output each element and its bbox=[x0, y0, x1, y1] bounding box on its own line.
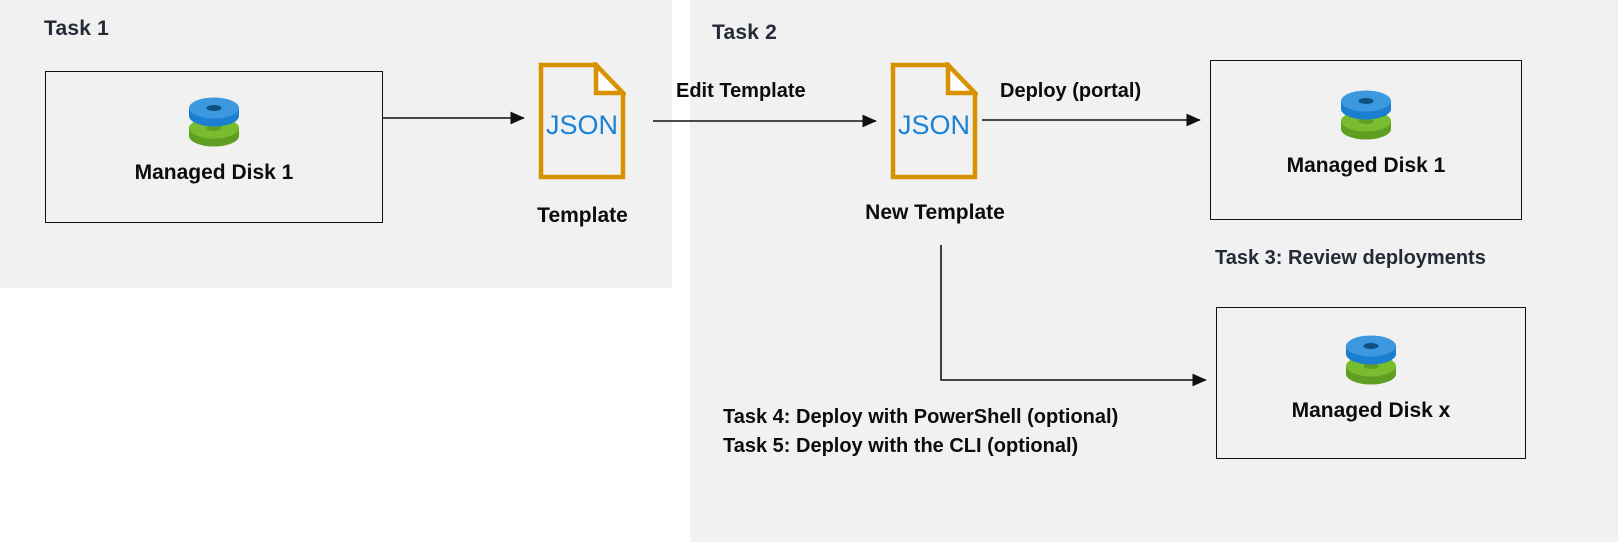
task2-heading: Task 2 bbox=[712, 21, 778, 44]
resource-box-content: Managed Disk 1 bbox=[1211, 87, 1521, 178]
resource-box-managed-disk-1-source: Managed Disk 1 bbox=[45, 71, 383, 223]
optional-tasks-list: Task 4: Deploy with PowerShell (optional… bbox=[723, 403, 1118, 461]
json-icon-text: JSON bbox=[898, 110, 970, 140]
resource-box-label: Managed Disk x bbox=[1291, 399, 1451, 422]
json-icon-text: JSON bbox=[546, 110, 618, 140]
resource-box-label: Managed Disk 1 bbox=[134, 161, 294, 184]
task3-heading: Task 3: Review deployments bbox=[1215, 247, 1486, 269]
task4-label: Task 4: Deploy with PowerShell (optional… bbox=[723, 406, 1119, 428]
managed-disk-icon bbox=[182, 94, 246, 150]
managed-disk-icon bbox=[1339, 332, 1403, 388]
resource-box-label: Managed Disk 1 bbox=[1286, 154, 1446, 177]
template-caption: Template bbox=[537, 204, 628, 227]
task1-heading: Task 1 bbox=[44, 17, 110, 40]
managed-disk-icon bbox=[1334, 87, 1398, 143]
edge-label-edit-template: Edit Template bbox=[676, 80, 806, 102]
new-template-caption: New Template bbox=[865, 201, 1005, 224]
edge-label-deploy-portal: Deploy (portal) bbox=[1000, 80, 1142, 102]
json-document-icon-new-template: JSON bbox=[890, 62, 978, 180]
task5-label: Task 5: Deploy with the CLI (optional) bbox=[723, 435, 1079, 457]
resource-box-content: Managed Disk 1 bbox=[46, 94, 382, 185]
json-document-icon-template: JSON bbox=[538, 62, 626, 180]
resource-box-managed-disk-1-deployed: Managed Disk 1 bbox=[1210, 60, 1522, 220]
resource-box-managed-disk-x: Managed Disk x bbox=[1216, 307, 1526, 459]
resource-box-content: Managed Disk x bbox=[1217, 332, 1525, 423]
